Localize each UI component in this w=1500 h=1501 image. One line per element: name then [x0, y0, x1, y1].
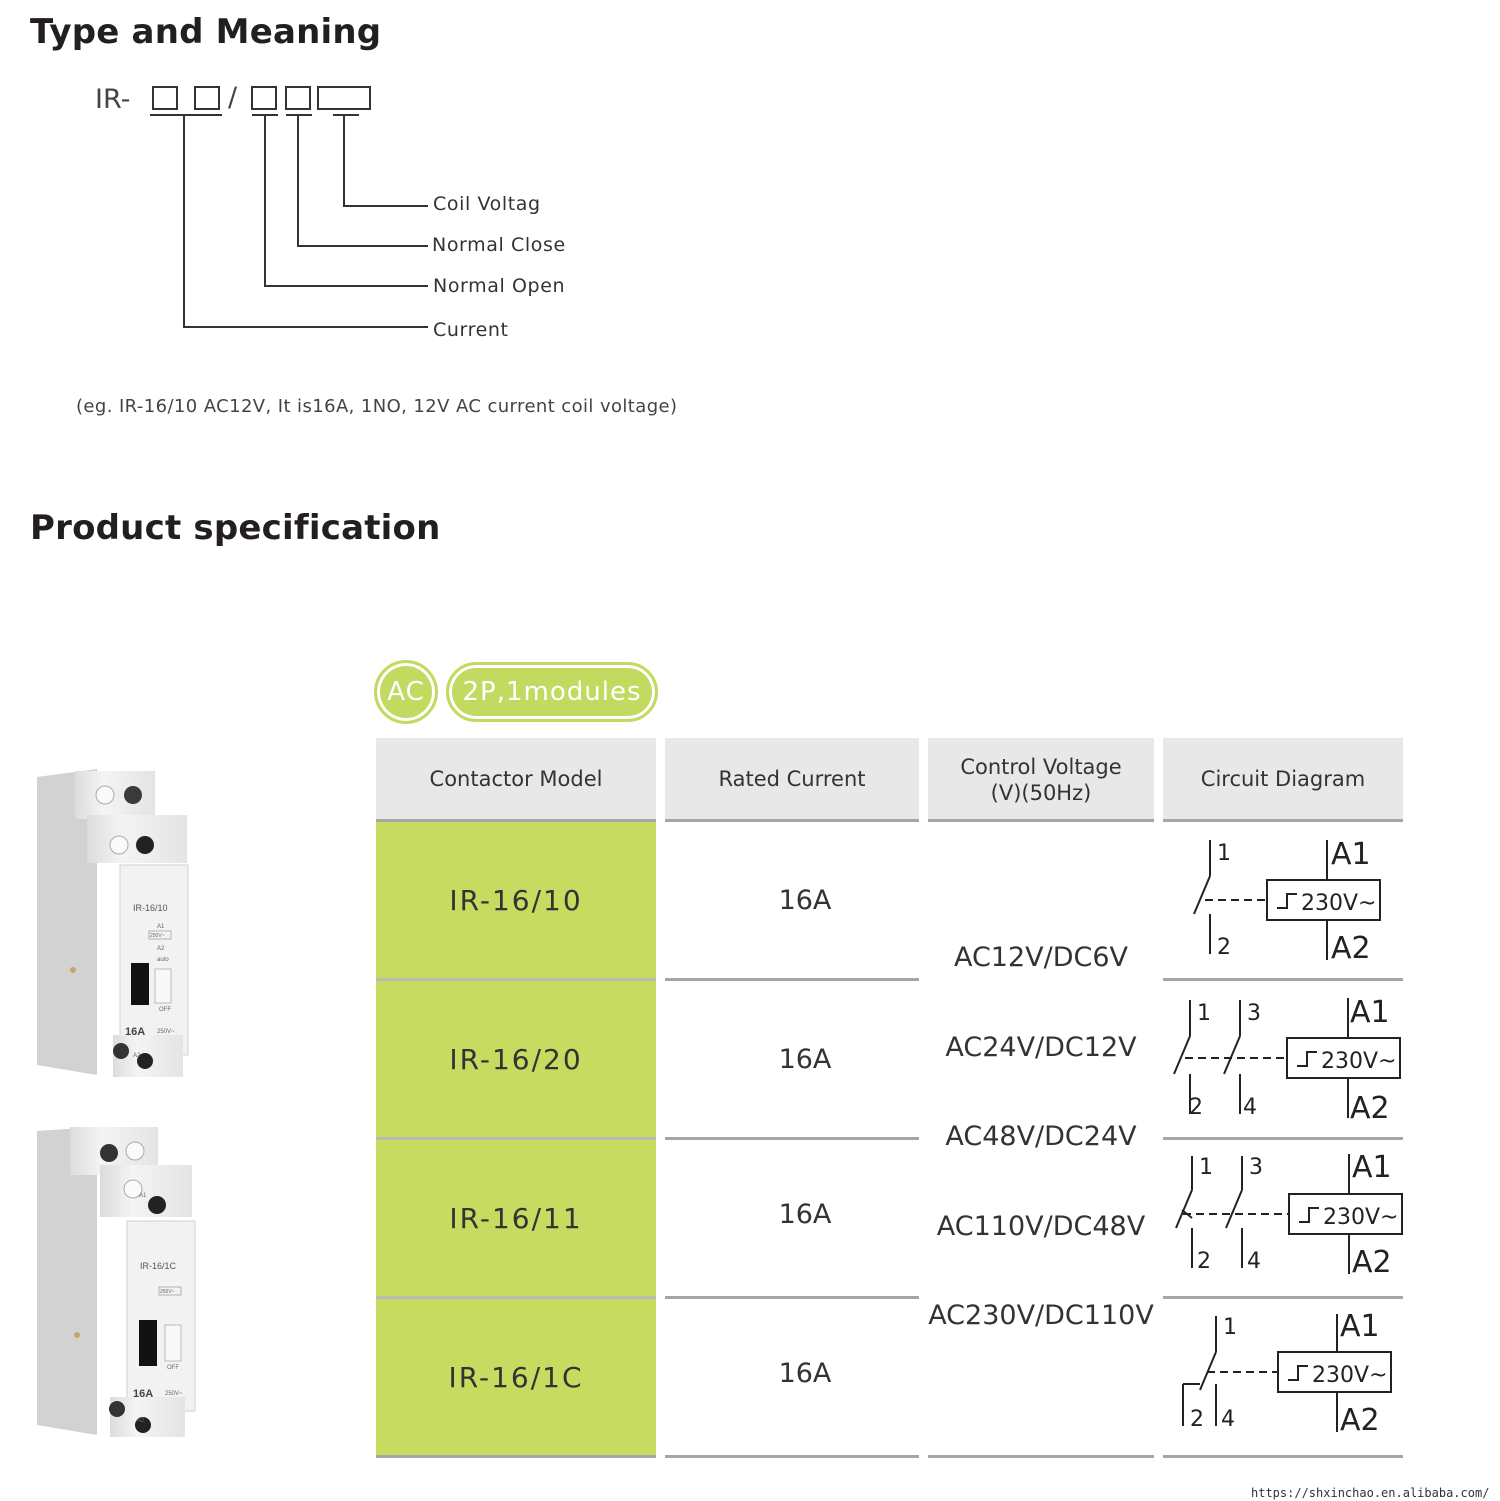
- row-divider: [665, 1296, 919, 1299]
- meaning-current: Current: [433, 319, 509, 341]
- terminal-label: A1: [1340, 1309, 1380, 1344]
- row-divider: [665, 1137, 919, 1140]
- section-title-type-meaning: Type and Meaning: [30, 12, 382, 52]
- section-title-product-spec: Product specification: [30, 508, 441, 548]
- code-box-normal-close: [285, 86, 311, 110]
- product-voltage-label: 250V~: [150, 933, 165, 939]
- terminal-label: A2: [1352, 1245, 1392, 1280]
- meaning-normal-close: Normal Close: [432, 234, 566, 256]
- terminal-label: A2: [1350, 1091, 1390, 1126]
- product-off-label: OFF: [167, 1365, 179, 1371]
- voltage-option: AC48V/DC24V: [945, 1121, 1137, 1152]
- terminal-label: A1: [1331, 837, 1371, 872]
- table-bottom-line: [376, 1455, 656, 1458]
- circuit-diagram-changeover: [1182, 1314, 1392, 1432]
- code-underline-coil: [333, 114, 359, 116]
- meaning-normal-open: Normal Open: [433, 275, 566, 297]
- voltage-option: AC230V/DC110V: [928, 1300, 1154, 1331]
- header-contactor-model: Contactor Model: [376, 738, 656, 822]
- rated-current-cell: 16A: [778, 1357, 832, 1389]
- rated-current-cell: 16A: [778, 1198, 832, 1230]
- row-divider: [1163, 1296, 1403, 1299]
- terminal-label: 2: [1189, 1095, 1203, 1120]
- coil-label: 230V~: [1321, 1049, 1396, 1074]
- terminal-label: 1: [1223, 1315, 1237, 1340]
- terminal-label: A1: [1352, 1150, 1392, 1185]
- code-slash: /: [228, 82, 238, 113]
- header-circuit-diagram: Circuit Diagram: [1163, 738, 1403, 822]
- meaning-coil-voltage: Coil Voltag: [433, 193, 541, 215]
- row-divider: [1163, 1137, 1403, 1140]
- code-box-coil-voltage: [317, 86, 371, 110]
- code-box-current-2: [194, 86, 220, 110]
- row-divider: [1163, 978, 1403, 981]
- terminal-label: 2: [1217, 935, 1231, 960]
- circuit-diagram-1no-1nc: [1175, 1154, 1403, 1274]
- rated-current-cell: 16A: [778, 884, 832, 916]
- voltage-option: AC24V/DC12V: [945, 1032, 1137, 1063]
- product-image-ir-16-1c: A1 IR-16/1C 250V~ OFF 16A 250V~ A2: [37, 1127, 196, 1437]
- terminal-label: 4: [1221, 1407, 1235, 1432]
- circuit-diagram-2no: [1173, 998, 1401, 1118]
- code-underline-open: [252, 114, 278, 116]
- code-leader-lines: [183, 116, 428, 328]
- code-prefix: IR-: [95, 84, 131, 115]
- header-control-voltage: Control Voltage (V)(50Hz): [928, 738, 1154, 822]
- example-text: (eg. IR-16/10 AC12V, It is16A, 1NO, 12V …: [76, 396, 678, 417]
- coil-label: 230V~: [1323, 1205, 1398, 1230]
- circuit-diagram-1no: [1193, 840, 1381, 960]
- badge-2p-1modules: 2P,1modules: [446, 662, 658, 722]
- model-cell: IR-16/1C: [376, 1299, 656, 1455]
- terminal-label: 3: [1247, 1001, 1261, 1026]
- row-divider: [376, 978, 656, 981]
- product-voltage-label: 250V~: [160, 1289, 175, 1295]
- coil-label: 230V~: [1301, 891, 1376, 916]
- product-voltage-label: 250V~: [165, 1391, 183, 1397]
- product-model-label: IR-16/10: [133, 903, 168, 913]
- rated-current-cell: 16A: [778, 1043, 832, 1075]
- terminal-label: 1: [1199, 1155, 1213, 1180]
- code-box-current-1: [152, 86, 178, 110]
- product-auto-label: auto: [157, 957, 169, 963]
- voltage-option: AC12V/DC6V: [953, 942, 1129, 973]
- product-terminal-label: A2: [137, 1418, 145, 1424]
- row-divider: [376, 1137, 656, 1140]
- product-terminal-label: A1: [139, 1193, 147, 1199]
- terminal-label: 1: [1217, 841, 1231, 866]
- code-underline-close: [286, 114, 312, 116]
- code-underline-current: [150, 114, 222, 116]
- row-divider: [376, 1296, 656, 1299]
- product-model-label: IR-16/1C: [140, 1261, 177, 1271]
- terminal-label: 2: [1190, 1407, 1204, 1432]
- terminal-label: 2: [1197, 1249, 1211, 1274]
- terminal-label: 4: [1243, 1095, 1257, 1120]
- table-bottom-line: [665, 1455, 919, 1458]
- terminal-label: 3: [1249, 1155, 1263, 1180]
- voltage-option: AC110V/DC48V: [936, 1211, 1146, 1242]
- terminal-label: A2: [1331, 931, 1371, 966]
- table-bottom-line: [928, 1455, 1154, 1458]
- model-cell: IR-16/20: [376, 981, 656, 1137]
- terminal-label: A2: [1340, 1403, 1380, 1438]
- product-voltage-label: 250V~: [157, 1029, 175, 1035]
- code-box-normal-open: [251, 86, 277, 110]
- model-cell: IR-16/11: [376, 1140, 656, 1296]
- product-terminal-label: A2: [133, 1053, 141, 1059]
- circuit-diagrams: 1 2 A1 A2 230V~ 1 3 2 4 A1 A2 230V~: [1173, 837, 1403, 1438]
- terminal-label: A1: [1350, 995, 1390, 1030]
- header-rated-current: Rated Current: [665, 738, 919, 822]
- terminal-label: 1: [1197, 1001, 1211, 1026]
- product-image-ir-16-10: IR-16/10 A1 250V~ A2 auto OFF 16A 250V~ …: [37, 769, 189, 1077]
- terminal-label: 4: [1247, 1249, 1261, 1274]
- product-off-label: OFF: [159, 1007, 171, 1013]
- footer-url[interactable]: https://shxinchao.en.alibaba.com/: [1251, 1486, 1490, 1500]
- badge-ac: AC: [374, 660, 438, 724]
- product-terminal-label: A1: [157, 924, 165, 930]
- table-bottom-line: [1163, 1455, 1403, 1458]
- product-terminal-label: A2: [157, 946, 165, 952]
- row-divider: [665, 978, 919, 981]
- model-cell: IR-16/10: [376, 822, 656, 978]
- coil-label: 230V~: [1312, 1363, 1387, 1388]
